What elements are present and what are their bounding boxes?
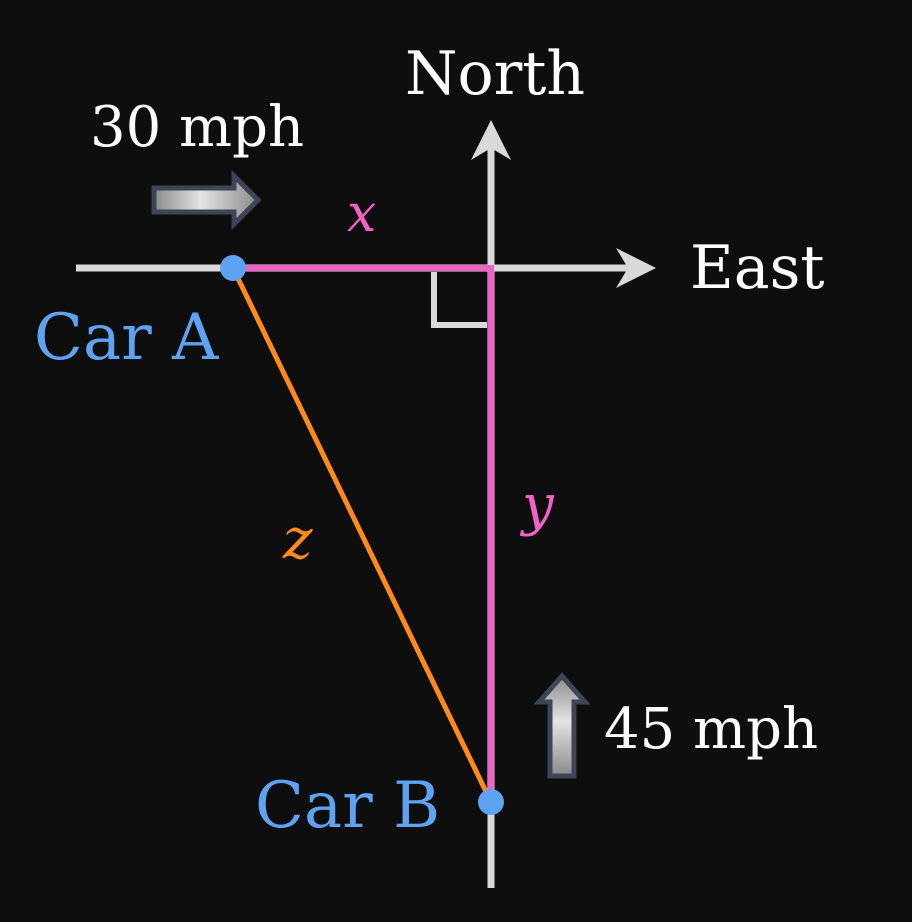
x-label: x	[347, 184, 377, 244]
car-a-label: Car A	[34, 301, 219, 375]
north-label: North	[405, 39, 586, 109]
y-label: y	[522, 473, 554, 538]
car-b-point	[478, 789, 504, 815]
east-label: East	[690, 233, 825, 303]
speed-b-label: 45 mph	[604, 697, 819, 762]
car-a-point	[220, 255, 246, 281]
speed-a-label: 30 mph	[90, 95, 305, 160]
right-angle-marker	[431, 272, 487, 328]
z-label: z	[283, 507, 313, 572]
arrow-up-icon	[533, 672, 591, 779]
car-b-label: Car B	[255, 769, 441, 843]
arrow-right-icon	[151, 169, 262, 231]
hypotenuse-z	[230, 266, 494, 804]
